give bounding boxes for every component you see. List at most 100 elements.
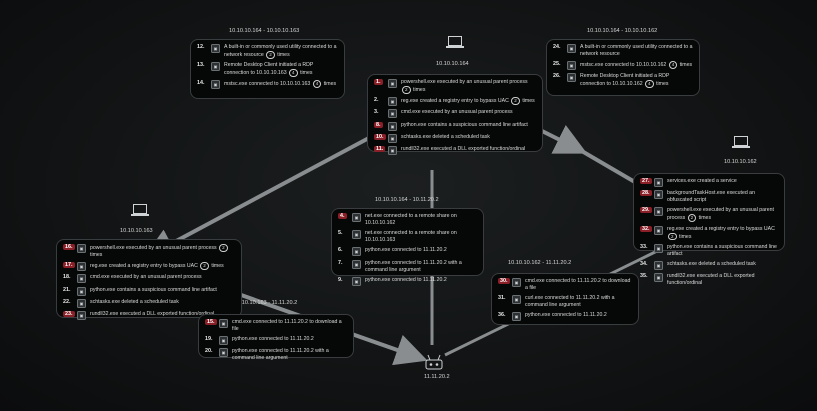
event-text: python.exe connected to 11.11.20.2 <box>365 276 447 283</box>
event-text: python.exe connected to 11.11.20.2 <box>525 312 607 319</box>
event-text: powershell.exe executed by an unusual pa… <box>401 79 528 94</box>
event-text: cmd.exe executed by an unusual parent pr… <box>90 274 202 281</box>
event-text: python.exe connected to 11.11.20.2 <box>365 247 447 254</box>
count-badge: 4 <box>312 80 322 88</box>
event-number: 32. <box>640 225 652 232</box>
event-text: python.exe connected to 11.11.20.2 with … <box>232 348 329 362</box>
event-row[interactable]: 32.▣reg.exe created a registry entry to … <box>640 225 778 241</box>
process-icon: ▣ <box>388 97 397 107</box>
host-label-164: 10.10.10.164 <box>436 61 469 67</box>
event-text: schtasks.exe deleted a scheduled task <box>667 260 756 267</box>
process-icon: ▣ <box>567 73 576 83</box>
event-text: python.exe connected to 11.11.20.2 with … <box>365 259 462 273</box>
edge-162-continue <box>578 148 642 187</box>
event-row[interactable]: 3.▣cmd.exe executed by an unusual parent… <box>374 109 536 119</box>
event-row[interactable]: 27.▣services.exe created a service <box>640 178 778 187</box>
event-row[interactable]: 33.▣python.exe contains a suspicious com… <box>640 243 778 258</box>
laptop-icon[interactable] <box>446 36 464 49</box>
event-card-164[interactable]: 1.▣powershell.exe executed by an unusual… <box>367 74 543 155</box>
edge-label-163-200: 10.10.10.163 - 11.11.20.2 <box>234 300 298 306</box>
event-text: rundll32.exe executed a DLL exported fun… <box>667 273 755 287</box>
process-icon: ▣ <box>77 244 86 253</box>
event-row[interactable]: 17.▣reg.exe created a registry entry to … <box>63 262 235 272</box>
event-row[interactable]: 36.▣python.exe connected to 11.11.20.2 <box>498 312 632 322</box>
process-icon: ▣ <box>211 44 220 53</box>
event-row[interactable]: 34.▣schtasks.exe deleted a scheduled tas… <box>640 260 778 270</box>
event-row[interactable]: 25.▣mstsc.exe connected to 10.10.10.162 … <box>553 61 693 71</box>
event-row[interactable]: 11.▣rundll32.exe executed a DLL exported… <box>374 145 536 155</box>
event-row[interactable]: 20.▣python.exe connected to 11.11.20.2 w… <box>205 348 347 362</box>
event-number: 24. <box>553 44 561 50</box>
event-text: net.exe connected to a remote share on 1… <box>365 213 457 226</box>
event-text: powershell.exe executed by an unusual pa… <box>90 244 235 259</box>
event-row[interactable]: 35.▣rundll32.exe executed a DLL exported… <box>640 273 778 287</box>
event-row[interactable]: 28.▣backgroundTaskHost.exe executed an o… <box>640 190 778 204</box>
process-icon: ▣ <box>512 295 521 305</box>
laptop-icon[interactable] <box>732 136 750 149</box>
router-icon[interactable] <box>425 354 443 370</box>
process-icon: ▣ <box>219 336 228 346</box>
event-row[interactable]: 6.▣python.exe connected to 11.11.20.2 <box>338 247 477 257</box>
event-row[interactable]: 30.▣cmd.exe connected to 11.11.20.2 to d… <box>498 278 632 292</box>
event-row[interactable]: 1.▣powershell.exe executed by an unusual… <box>374 79 536 94</box>
event-row[interactable]: 10.▣schtasks.exe deleted a scheduled tas… <box>374 133 536 143</box>
event-row[interactable]: 26.▣Remote Desktop Client initiated a RD… <box>553 73 693 88</box>
event-text: rundll32.exe executed a DLL exported fun… <box>401 145 526 152</box>
event-text: cmd.exe connected to 11.11.20.2 to downl… <box>525 278 631 291</box>
event-text: rundll32.exe executed a DLL exported fun… <box>90 310 215 317</box>
event-number: 2. <box>374 97 379 104</box>
event-row[interactable]: 15.▣cmd.exe connected to 11.11.20.2 to d… <box>205 319 347 333</box>
event-row[interactable]: 2.▣reg.exe created a registry entry to b… <box>374 97 536 107</box>
process-icon: ▣ <box>388 121 397 131</box>
count-badge: 2 <box>511 97 520 105</box>
event-row[interactable]: 18.▣cmd.exe executed by an unusual paren… <box>63 274 235 284</box>
event-row[interactable]: 5.▣net.exe connected to a remote share o… <box>338 230 477 244</box>
event-row[interactable]: 31.▣curl.exe connected to 11.11.20.2 wit… <box>498 295 632 309</box>
event-card-163-200[interactable]: 15.▣cmd.exe connected to 11.11.20.2 to d… <box>198 314 354 361</box>
event-card-164-163[interactable]: 12.▣A built-in or commonly used utility … <box>190 39 345 99</box>
event-row[interactable]: 22.▣schtasks.exe deleted a scheduled tas… <box>63 298 235 308</box>
event-row[interactable]: 23.▣rundll32.exe executed a DLL exported… <box>63 310 235 320</box>
event-row[interactable]: 7.▣python.exe connected to 11.11.20.2 wi… <box>338 259 477 274</box>
count-badge: 2 <box>402 86 411 94</box>
event-number: 14. <box>197 80 205 87</box>
process-icon: ▣ <box>77 298 86 308</box>
event-row[interactable]: 13.▣Remote Desktop Client initiated a RD… <box>197 62 338 77</box>
event-number: 4. <box>338 213 347 219</box>
process-icon: ▣ <box>352 213 361 222</box>
event-number: 30. <box>498 278 510 284</box>
event-card-162[interactable]: 27.▣services.exe created a service 28.▣ba… <box>633 173 785 286</box>
event-row[interactable]: 9.▣python.exe connected to 11.11.20.2 <box>338 276 477 286</box>
event-card-164-162[interactable]: 24.▣A built-in or commonly used utility … <box>546 39 700 96</box>
count-badge: 2 <box>668 232 677 241</box>
event-card-163[interactable]: 16.▣powershell.exe executed by an unusua… <box>56 239 242 320</box>
event-number: 20. <box>205 348 213 355</box>
event-row[interactable]: 29.▣powershell.exe executed by an unusua… <box>640 207 778 222</box>
edge-label-164-200: 10.10.10.164 - 10.11.20.2 <box>375 197 439 203</box>
event-text: powershell.exe executed by an unusual pa… <box>667 207 774 222</box>
event-row[interactable]: 24.▣A built-in or commonly used utility … <box>553 44 693 58</box>
process-icon: ▣ <box>654 273 663 283</box>
process-icon: ▣ <box>654 243 663 253</box>
event-card-162-200[interactable]: 30. ▣ cmd.exe connected to 11.11.20.2 to d… <box>491 273 639 325</box>
edge-label-164-162: 10.10.10.164 - 10.10.10.162 <box>587 28 658 34</box>
event-row[interactable]: 4. ▣ net.exe connected to a remote share o… <box>338 213 477 227</box>
event-number: 25. <box>553 61 561 68</box>
process-icon: ▣ <box>567 61 576 71</box>
event-number: 34. <box>640 260 648 267</box>
event-number: 21. <box>63 286 71 293</box>
event-row[interactable]: 8.▣python.exe contains a suspicious comm… <box>374 121 536 131</box>
event-text: Remote Desktop Client initiated a RDP co… <box>580 73 670 88</box>
event-text: Remote Desktop Client initiated a RDP co… <box>224 62 314 77</box>
laptop-icon[interactable] <box>131 204 149 217</box>
event-row[interactable]: 21.▣python.exe contains a suspicious com… <box>63 286 235 296</box>
event-row[interactable]: 12.▣A built-in or commonly used utility … <box>197 44 338 59</box>
event-row[interactable]: 19.▣python.exe connected to 11.11.20.2 <box>205 336 347 346</box>
event-row[interactable]: 16.▣powershell.exe executed by an unusua… <box>63 244 235 259</box>
event-text: backgroundTaskHost.exe executed an obfus… <box>667 190 755 204</box>
event-card-164-200[interactable]: 4. ▣ net.exe connected to a remote share o… <box>331 208 484 286</box>
count-badge: 2 <box>219 244 228 252</box>
event-row[interactable]: 14.▣mstsc.exe connected to 10.10.10.163 … <box>197 80 338 90</box>
count-badge: 2 <box>266 51 275 59</box>
